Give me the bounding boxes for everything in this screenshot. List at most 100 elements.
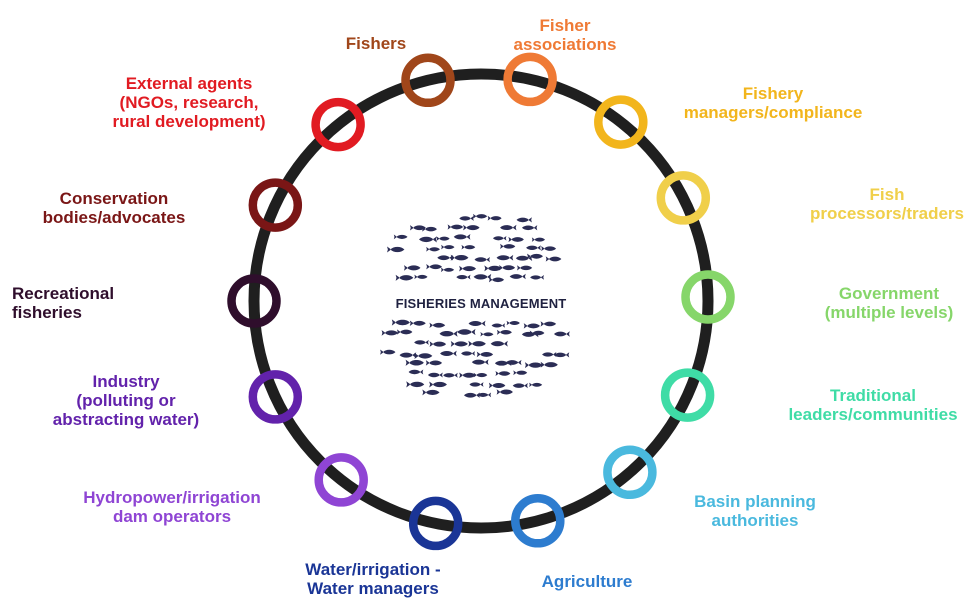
fish-icon — [414, 274, 428, 280]
label-line: Water managers — [307, 579, 439, 598]
label-line: (NGOs, research, — [119, 93, 259, 112]
label-line: Water/irrigation - — [305, 560, 441, 579]
fish-icon — [436, 236, 450, 241]
label-line: Fish — [869, 185, 905, 204]
node-ring-fishery-managers — [594, 95, 648, 149]
fish-icon — [450, 340, 468, 347]
fish-icon — [453, 234, 471, 240]
node-ring-external-agents — [311, 97, 365, 152]
fish-icon — [529, 382, 543, 388]
label-government: Government(multiple levels) — [825, 284, 953, 322]
fish-icon — [380, 349, 396, 355]
center-title: FISHERIES MANAGEMENT — [395, 296, 567, 311]
node-ring-traditional-leaders — [660, 368, 715, 422]
node-ring-hydropower — [314, 453, 368, 507]
fish-icon — [508, 236, 524, 243]
fish-icon — [414, 352, 433, 359]
fish-icon — [471, 359, 489, 365]
node-ring-recreational-fisheries — [227, 274, 281, 328]
fish-icon — [447, 224, 464, 230]
label-line: processors/traders — [809, 204, 965, 223]
label-line: authorities — [711, 511, 799, 530]
fish-icon — [516, 217, 532, 223]
fish-icon — [399, 352, 417, 358]
fish-icon — [494, 360, 512, 367]
fish-icon — [456, 274, 471, 280]
fish-icon — [403, 265, 421, 271]
node-ring-agriculture — [511, 494, 565, 548]
fish-icon — [422, 389, 440, 396]
fish-icon — [409, 320, 426, 327]
fish-icon — [515, 255, 533, 262]
label-line: External agents — [125, 74, 253, 93]
fish-icon — [426, 246, 440, 252]
label-agriculture: Agriculture — [542, 572, 633, 591]
fish-icon — [427, 372, 443, 378]
node-ring-fish-processors — [656, 171, 711, 225]
label-line: (polluting or — [76, 391, 176, 410]
label-line: dam operators — [112, 507, 232, 526]
fish-icon — [426, 263, 443, 270]
fish-icon — [473, 273, 492, 280]
label-line: Agriculture — [541, 572, 633, 591]
fish-icon — [496, 329, 512, 335]
label-line: (multiple levels) — [824, 303, 954, 322]
fish-icon — [422, 226, 437, 232]
fish-icon — [391, 319, 410, 326]
node-ring-conservation-bodies — [248, 178, 303, 232]
fish-icon — [414, 339, 429, 345]
fish-icon — [490, 340, 508, 347]
label-line: Basin planning — [694, 492, 816, 511]
fish-icon — [463, 224, 480, 231]
label-line: Traditional — [830, 386, 916, 405]
label-line: Fishery — [742, 84, 804, 103]
fish-icon — [499, 264, 516, 271]
fish-icon — [472, 213, 488, 219]
fish-icon — [554, 352, 570, 358]
node-ring-water-managers — [408, 496, 463, 551]
fish-icon — [473, 372, 488, 378]
fish-icon — [529, 330, 545, 336]
label-line: bodies/advocates — [42, 208, 186, 227]
fish-icon — [488, 382, 506, 389]
fish-icon — [395, 274, 414, 281]
label-line: associations — [513, 35, 617, 54]
fish-icon — [480, 332, 494, 337]
fish-icon — [492, 235, 507, 241]
fish-icon — [474, 256, 490, 263]
label-line: Fishers — [345, 34, 407, 53]
fish-icon — [524, 362, 543, 369]
fish-icon — [409, 225, 426, 231]
label-fishers: Fishers — [346, 34, 406, 53]
fish-icon — [425, 360, 443, 366]
fish-icon — [381, 330, 399, 336]
label-line: abstracting water) — [52, 410, 200, 429]
fish-icon — [506, 320, 520, 326]
fish-icon — [468, 320, 486, 327]
fish-icon — [463, 392, 480, 398]
fish-icon — [513, 370, 528, 376]
fish-icon — [459, 372, 476, 379]
label-line: managers/compliance — [683, 103, 863, 122]
fish-icon — [429, 341, 447, 347]
label-line: leaders/communities — [788, 405, 958, 424]
node-ring-fishers — [401, 53, 455, 108]
fish-icon — [441, 244, 455, 250]
label-line: Government — [838, 284, 940, 303]
fish-icon — [477, 392, 492, 398]
fish-icon — [439, 330, 458, 337]
fish-icon — [553, 331, 570, 337]
fish-icon — [491, 323, 506, 328]
fish-icon — [443, 372, 458, 378]
fish-icon — [521, 225, 538, 231]
fish-icon — [418, 236, 437, 243]
label-line: Conservation — [59, 189, 169, 208]
fish-icon — [496, 254, 514, 261]
